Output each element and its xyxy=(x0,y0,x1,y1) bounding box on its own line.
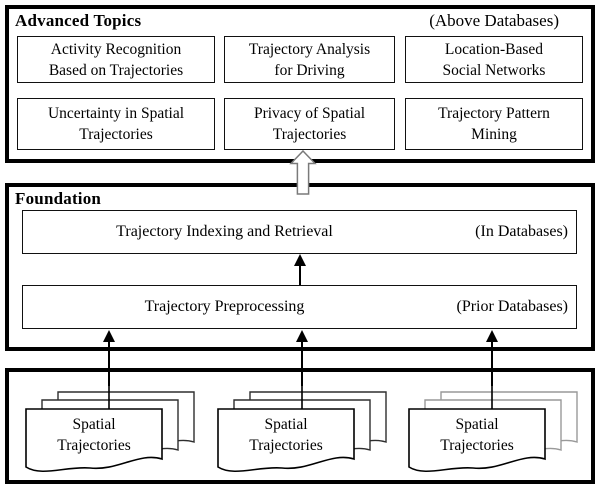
topic-box-line: Trajectories xyxy=(272,126,347,143)
stack-label: Spatial Trajectories xyxy=(220,414,352,456)
indexing-retrieval-label: Trajectory Indexing and Retrieval xyxy=(116,223,333,240)
topic-box-line: Trajectory Pattern xyxy=(438,105,550,122)
stack-label-line: Trajectories xyxy=(249,437,323,454)
topic-box-line: Mining xyxy=(471,126,517,143)
arrow-shaft xyxy=(108,340,110,386)
arrow-stack3-to-preprocessing-icon xyxy=(486,330,498,386)
topic-box-line: Trajectory Analysis xyxy=(248,40,371,58)
arrow-shaft xyxy=(491,340,493,386)
preprocessing-label: Trajectory Preprocessing xyxy=(144,298,305,315)
page-front xyxy=(217,408,355,473)
topic-box-line: Activity Recognition xyxy=(50,40,182,58)
topic-box-privacy: Privacy of Spatial Trajectories xyxy=(224,98,395,150)
arrowhead-icon xyxy=(294,254,306,266)
arrow-stack1-to-preprocessing-icon xyxy=(103,330,115,386)
preprocessing-annotation: (Prior Databases) xyxy=(456,298,568,315)
stack-label-line: Spatial xyxy=(264,416,308,433)
topic-box-line: Social Networks xyxy=(442,61,546,79)
arrowhead-icon xyxy=(103,330,115,342)
block-arrow-shape xyxy=(289,150,317,195)
stack-label-line: Trajectories xyxy=(440,437,514,454)
stack-label-line: Spatial xyxy=(72,416,116,433)
indexing-retrieval-annotation: (In Databases) xyxy=(475,223,568,240)
arrowhead-icon xyxy=(296,330,308,342)
topic-box-line: Location-Based xyxy=(444,40,544,58)
document-stack-icon xyxy=(25,385,195,473)
topic-box-line: Privacy of Spatial xyxy=(253,105,366,122)
stack-label-line: Trajectories xyxy=(57,437,131,454)
advanced-topics-title: Advanced Topics xyxy=(15,11,142,30)
topic-box-line: Trajectories xyxy=(79,126,153,143)
topic-box-location-based: Location-Based Social Networks xyxy=(405,36,583,83)
foundation-header: Foundation xyxy=(15,189,585,209)
arrow-shaft xyxy=(301,340,303,386)
topic-box-uncertainty: Uncertainty in Spatial Trajectories xyxy=(17,98,215,150)
page-front xyxy=(25,408,163,473)
arrow-stack2-to-preprocessing-icon xyxy=(296,330,308,386)
topic-box-line: for Driving xyxy=(274,61,345,79)
foundation-title: Foundation xyxy=(15,189,102,208)
advanced-topics-header: Advanced Topics (Above Databases) xyxy=(15,11,585,31)
page-front xyxy=(408,408,546,473)
stack-label: Spatial Trajectories xyxy=(28,414,160,456)
topic-box-line: Based on Trajectories xyxy=(48,61,184,79)
stack-label-line: Spatial xyxy=(455,416,499,433)
document-stack-icon xyxy=(217,385,387,473)
advanced-topics-section: Advanced Topics (Above Databases) Activi… xyxy=(5,5,595,163)
foundation-section: Foundation Trajectory Indexing and Retri… xyxy=(5,183,595,351)
topic-box-pattern-mining: Trajectory Pattern Mining xyxy=(405,98,583,150)
arrow-shaft xyxy=(299,264,301,285)
topic-box-activity-recognition: Activity Recognition Based on Trajectori… xyxy=(17,36,215,83)
arrow-preprocessing-to-indexing-icon xyxy=(294,254,306,285)
stack-label: Spatial Trajectories xyxy=(411,414,543,456)
block-arrow-up-icon xyxy=(289,150,317,195)
indexing-retrieval-box: Trajectory Indexing and Retrieval (In Da… xyxy=(22,210,577,254)
document-stack-icon xyxy=(408,385,578,473)
topic-box-trajectory-analysis: Trajectory Analysis for Driving xyxy=(224,36,395,83)
topic-box-line: Uncertainty in Spatial xyxy=(47,105,185,122)
preprocessing-box: Trajectory Preprocessing (Prior Database… xyxy=(22,285,577,329)
advanced-topics-annotation: (Above Databases) xyxy=(429,11,559,30)
arrowhead-icon xyxy=(486,330,498,342)
